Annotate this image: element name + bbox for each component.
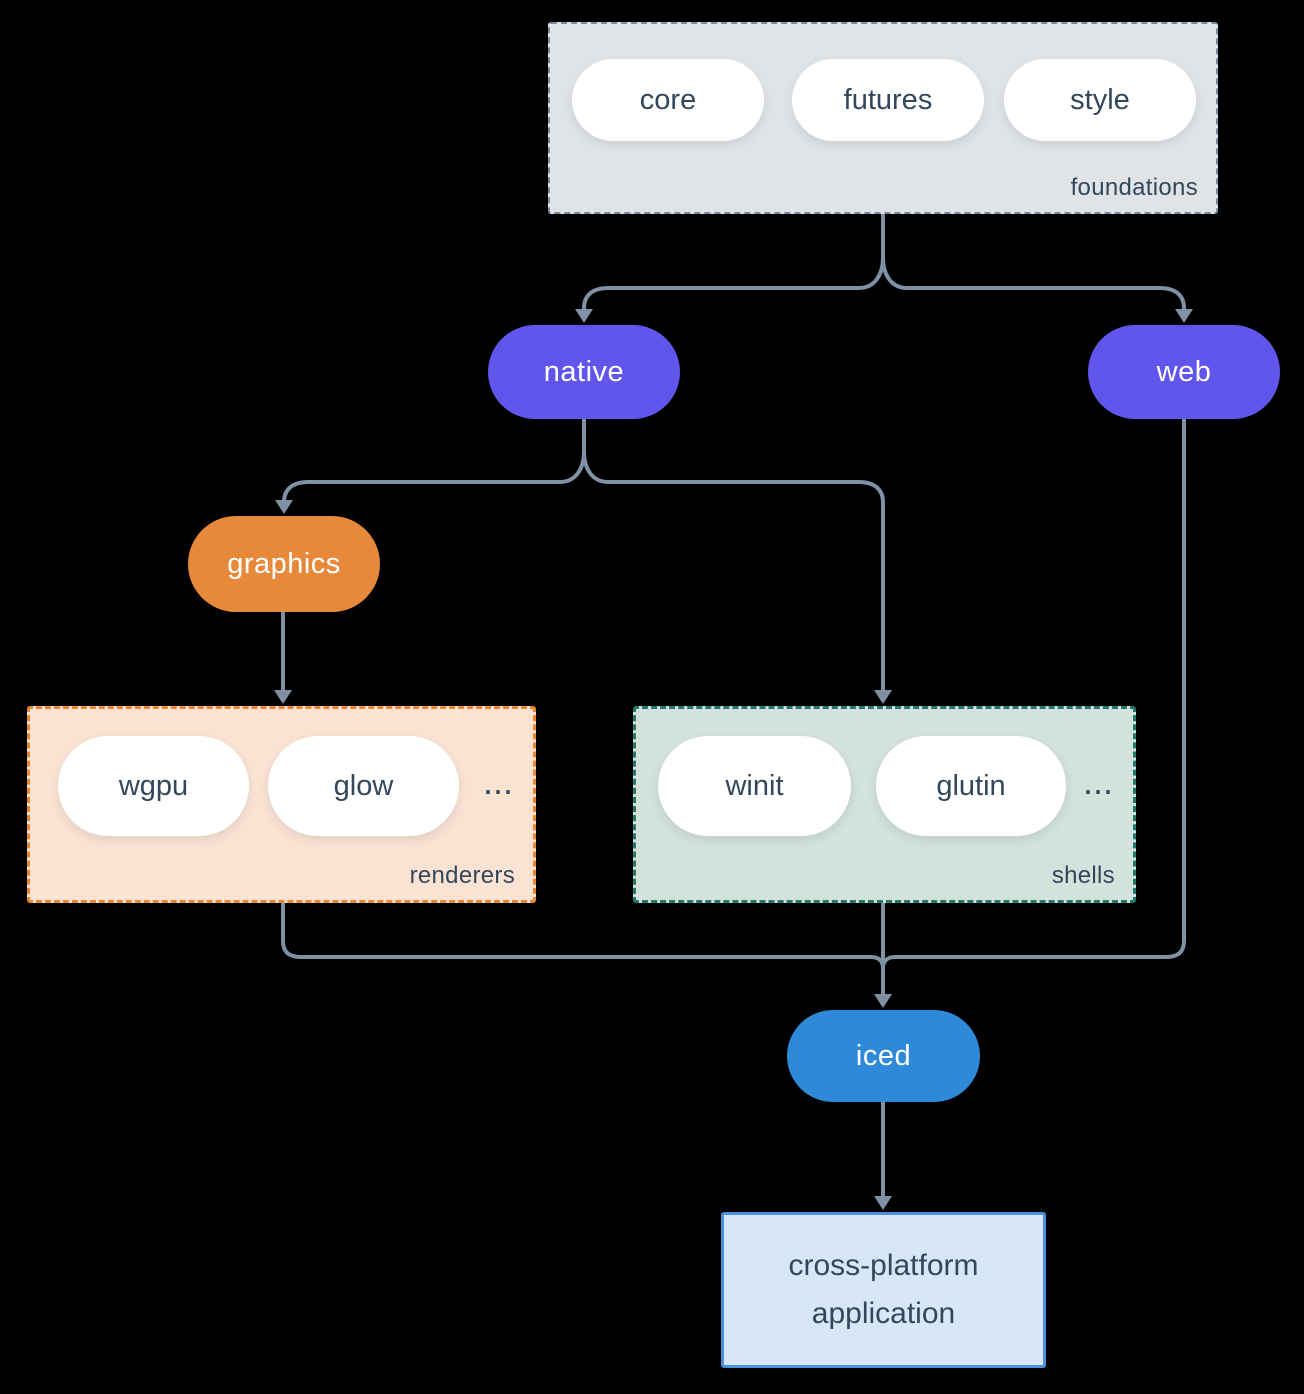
group-shells: winit glutin ... shells [633,706,1136,903]
arrowhead-application [874,1196,892,1210]
edge-renderers-to-iced [281,901,885,970]
edge-native-to-graphics [282,417,586,505]
group-label-renderers: renderers [409,862,515,889]
group-renderers: wgpu glow ... renderers [27,706,536,903]
node-futures-pill: futures [792,59,984,141]
edge-foundations-to-native [582,212,885,313]
group-label-shells: shells [1051,862,1115,889]
application-label-line2: application [811,1297,956,1330]
node-winit-pill: winit [658,736,851,836]
node-glow-pill: glow [268,736,459,836]
renderers-ellipsis: ... [482,761,513,802]
shells-ellipsis: ... [1082,761,1113,802]
node-core-pill: core [572,59,764,141]
node-iced-pill: iced [787,1010,980,1102]
arrowhead-iced [874,994,892,1008]
node-native-pill: native [488,325,680,419]
arrowhead-web [1175,309,1193,323]
node-wgpu-pill: wgpu [58,736,249,836]
node-application-box: cross-platform application [721,1212,1046,1368]
arrowhead-native [575,309,593,323]
group-label-foundations: foundations [1070,174,1198,201]
edge-foundations-to-web [881,256,1186,313]
node-graphics-pill: graphics [188,516,380,612]
node-style-pill: style [1004,59,1196,141]
edge-native-to-shells [582,450,885,694]
arrowhead-shells [874,690,892,704]
group-foundations: core futures style foundations [548,22,1218,214]
node-glutin-pill: glutin [876,736,1066,836]
node-web-pill: web [1088,325,1280,419]
arrowhead-graphics [275,500,293,514]
application-label-line1: cross-platform [788,1249,979,1282]
arrowhead-renderers [274,690,292,704]
